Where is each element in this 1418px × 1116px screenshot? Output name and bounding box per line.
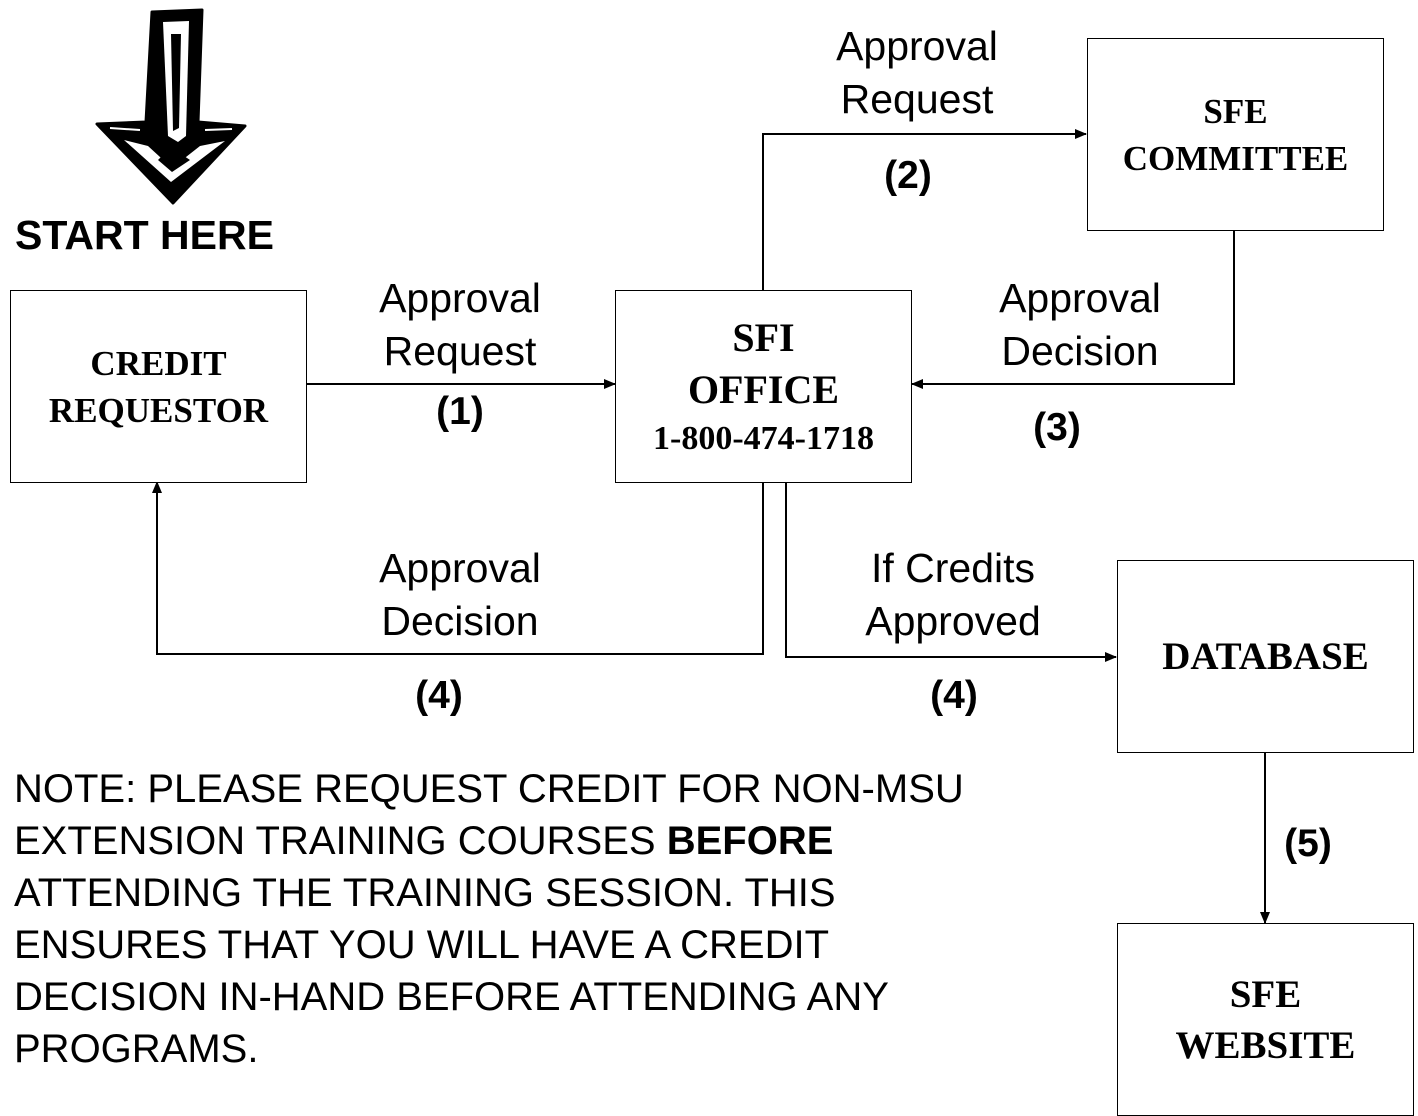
note-emphasis: BEFORE	[666, 819, 834, 863]
note-text: NOTE: PLEASE REQUEST CREDIT FOR NON-MSU …	[14, 767, 964, 1071]
node-label: SFE	[1203, 91, 1268, 131]
node-credit-requestor: CREDIT REQUESTOR	[10, 290, 307, 483]
node-label: SFI	[732, 314, 795, 360]
node-label: COMMITTEE	[1122, 138, 1349, 178]
step-number: (4)	[930, 674, 978, 717]
edge-2-request	[762, 129, 1087, 290]
edge-3-decision	[911, 231, 1235, 389]
step-number: (2)	[884, 154, 932, 197]
step-number: (3)	[1033, 406, 1081, 449]
phone-number: 1-800-474-1718	[653, 419, 874, 457]
node-database: DATABASE	[1117, 560, 1414, 753]
node-label: SFE	[1229, 972, 1302, 1016]
step-number: (1)	[436, 390, 484, 433]
node-sfi-office: SFI OFFICE 1-800-474-1718	[615, 290, 912, 483]
step-number: (5)	[1284, 822, 1332, 865]
node-sfe-website: SFE WEBSITE	[1117, 923, 1414, 1116]
step-number: (4)	[415, 674, 463, 717]
node-label: CREDIT	[90, 343, 227, 383]
node-label: OFFICE	[687, 366, 840, 412]
start-here-label: START HERE	[15, 212, 274, 258]
edge-4-database	[785, 482, 1117, 662]
node-sfe-committee: SFE COMMITTEE	[1087, 38, 1384, 231]
node-label: WEBSITE	[1175, 1023, 1356, 1067]
node-label: DATABASE	[1162, 634, 1369, 678]
down-arrow-icon	[95, 8, 247, 205]
edge-4-decision	[152, 481, 764, 655]
node-label: REQUESTOR	[48, 390, 269, 430]
